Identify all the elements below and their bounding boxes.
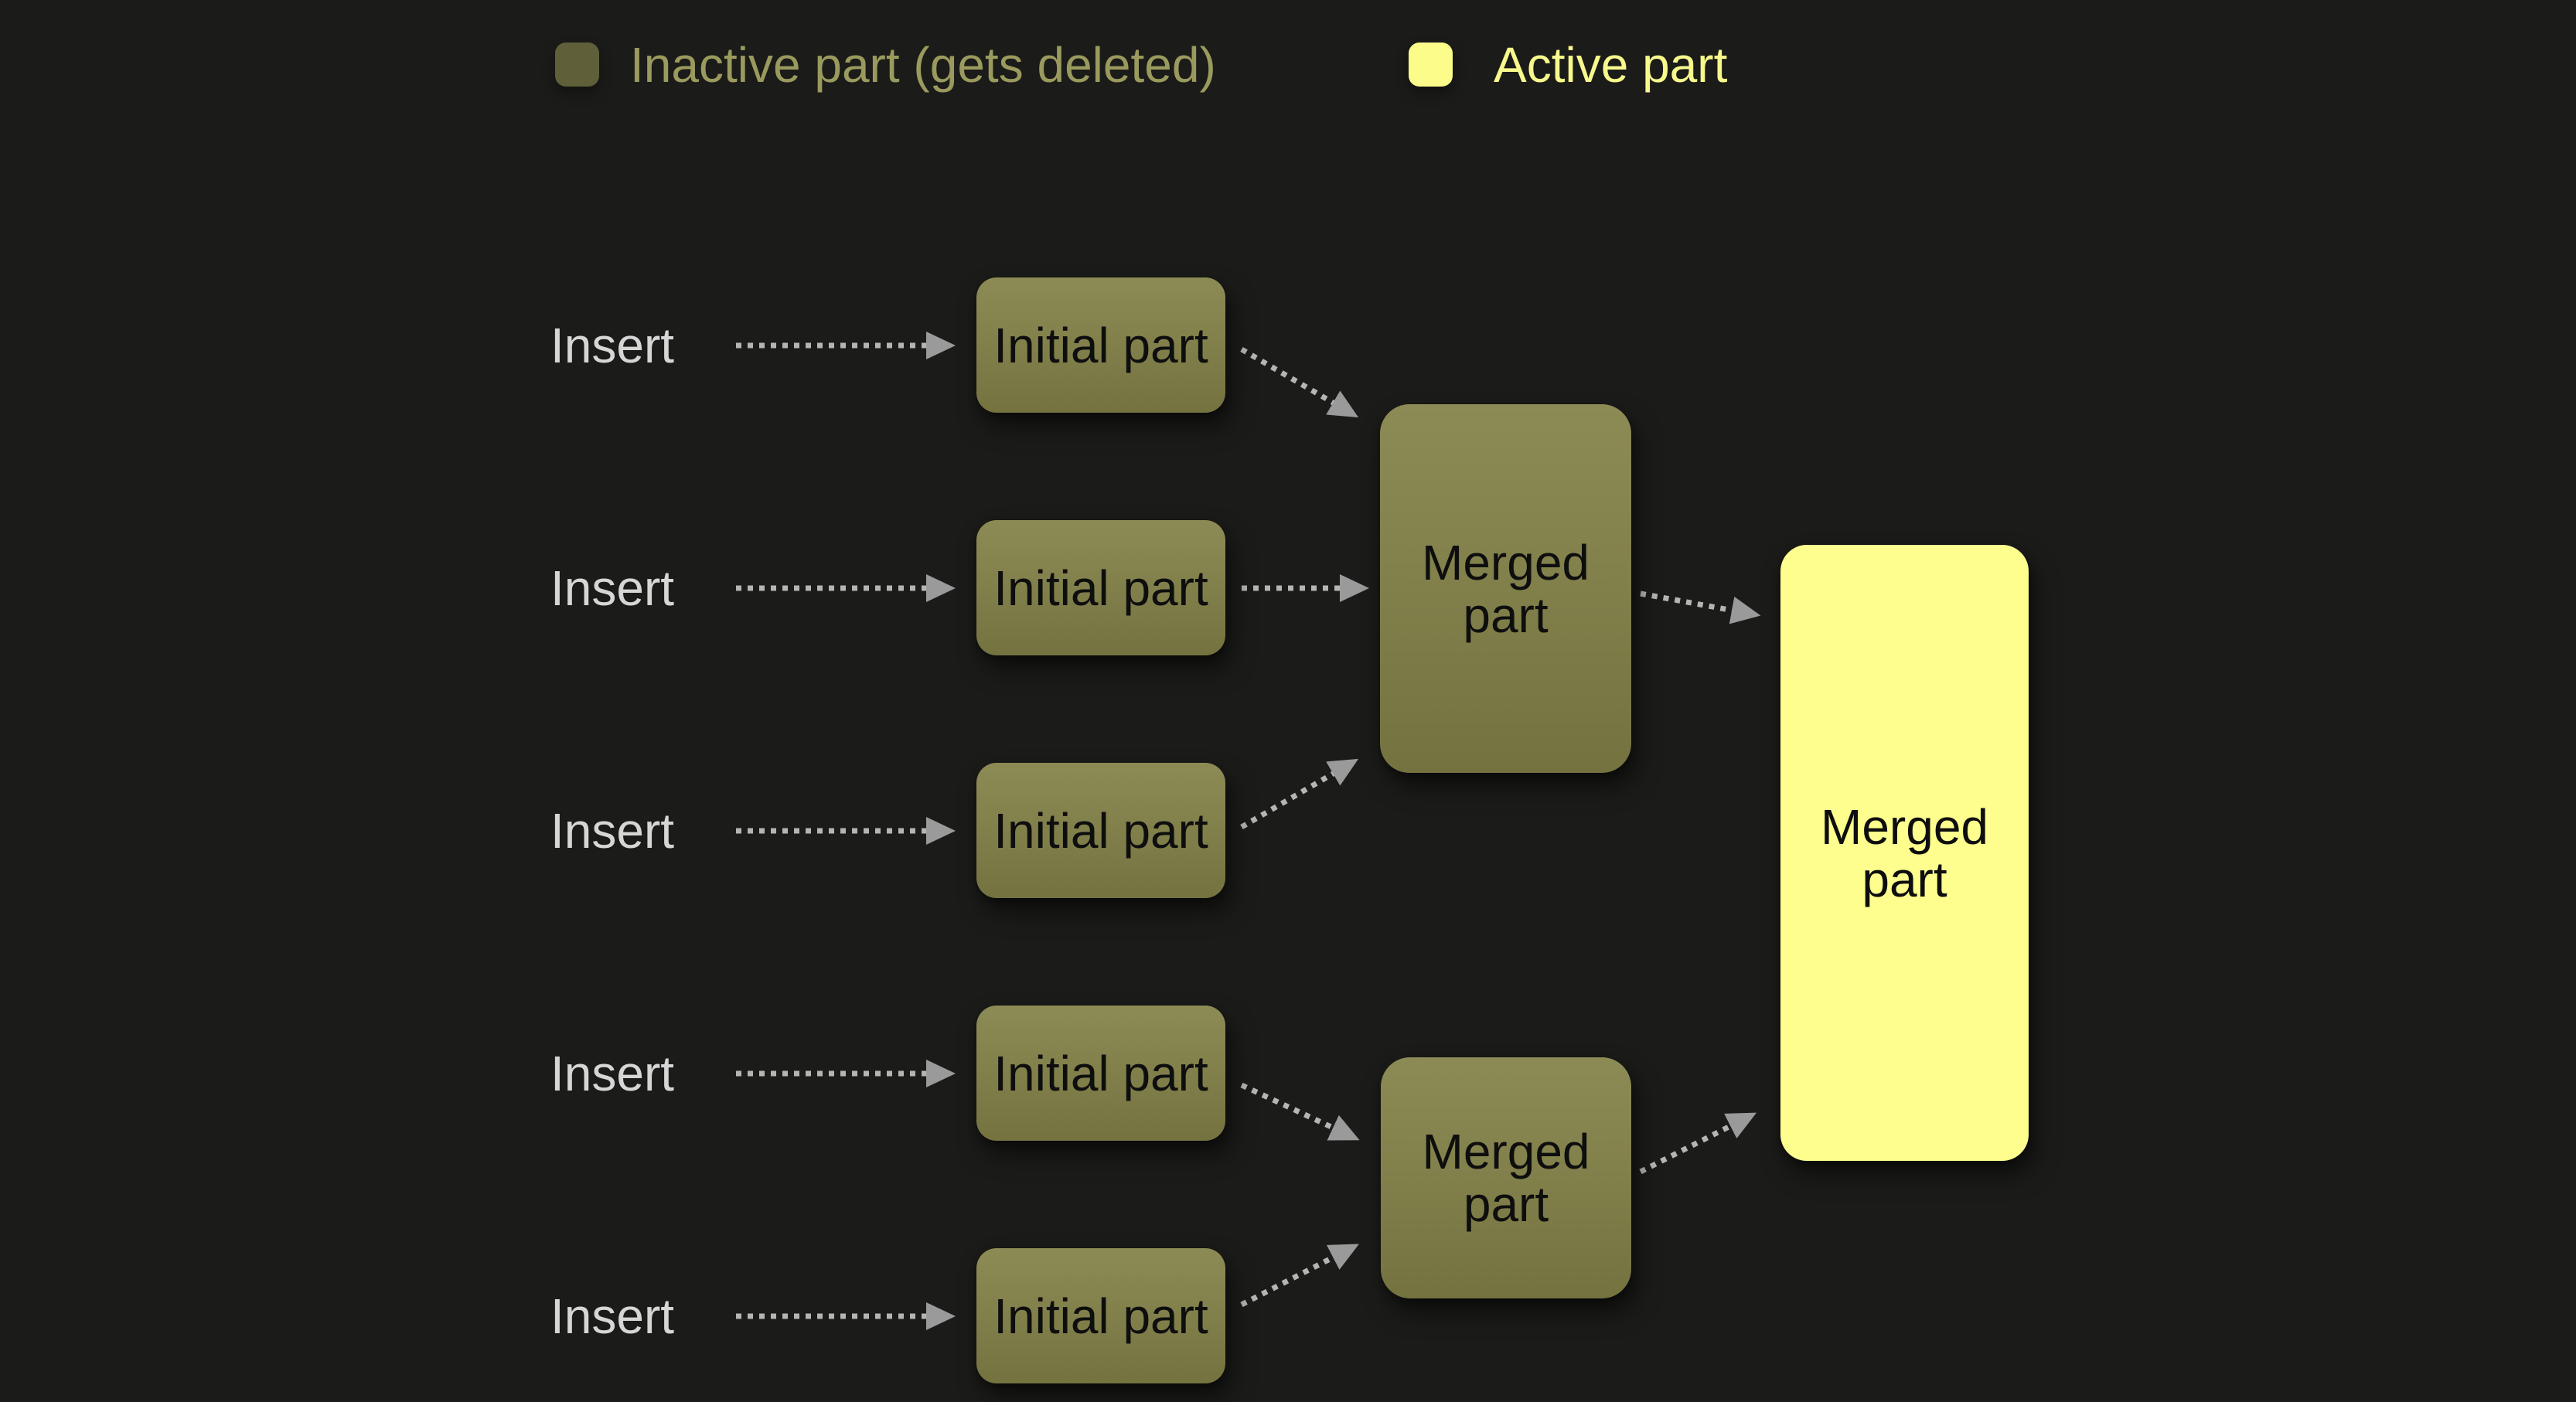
arrow-merged-1-to-final-icon: [1640, 590, 1761, 624]
legend-label-active: Active part: [1494, 37, 1728, 93]
insert-label-3: Insert: [550, 803, 675, 859]
initial-part-label: Initial part: [993, 802, 1208, 859]
arrow-initial-5-to-merged-2-icon: [1240, 1244, 1359, 1308]
final-merged-part-box: Merged part: [1780, 545, 2029, 1161]
merged-part-label: Merged part: [1422, 534, 1590, 643]
merged-part-label: Merged part: [1422, 1124, 1590, 1232]
initial-part-box-3: Initial part: [976, 763, 1225, 898]
arrow-merged-2-to-final-icon: [1639, 1112, 1757, 1175]
initial-part-box-4: Initial part: [976, 1006, 1225, 1141]
inactive-part-swatch-icon: [555, 43, 599, 87]
merged-part-box-1: Merged part: [1380, 404, 1631, 773]
insert-label-1: Insert: [550, 318, 675, 373]
initial-part-box-1: Initial part: [976, 277, 1225, 413]
insert-label-5: Insert: [550, 1288, 675, 1344]
arrow-initial-3-to-merged-1-icon: [1240, 758, 1359, 830]
initial-part-label: Initial part: [993, 560, 1208, 616]
initial-part-label: Initial part: [993, 317, 1208, 373]
insert-label-2: Insert: [550, 560, 675, 616]
arrow-initial-4-to-merged-2-icon: [1240, 1082, 1360, 1141]
insert-label-4: Insert: [550, 1046, 675, 1101]
initial-part-label: Initial part: [993, 1045, 1208, 1101]
legend-label-inactive: Inactive part (gets deleted): [630, 37, 1216, 93]
initial-part-box-5: Initial part: [976, 1248, 1225, 1383]
arrow-initial-1-to-merged-1-icon: [1240, 346, 1359, 418]
final-merged-part-label: Merged part: [1821, 798, 1988, 907]
initial-part-label: Initial part: [993, 1288, 1208, 1344]
initial-part-box-2: Initial part: [976, 520, 1225, 655]
merged-part-box-2: Merged part: [1381, 1057, 1631, 1298]
active-part-swatch-icon: [1409, 43, 1453, 87]
